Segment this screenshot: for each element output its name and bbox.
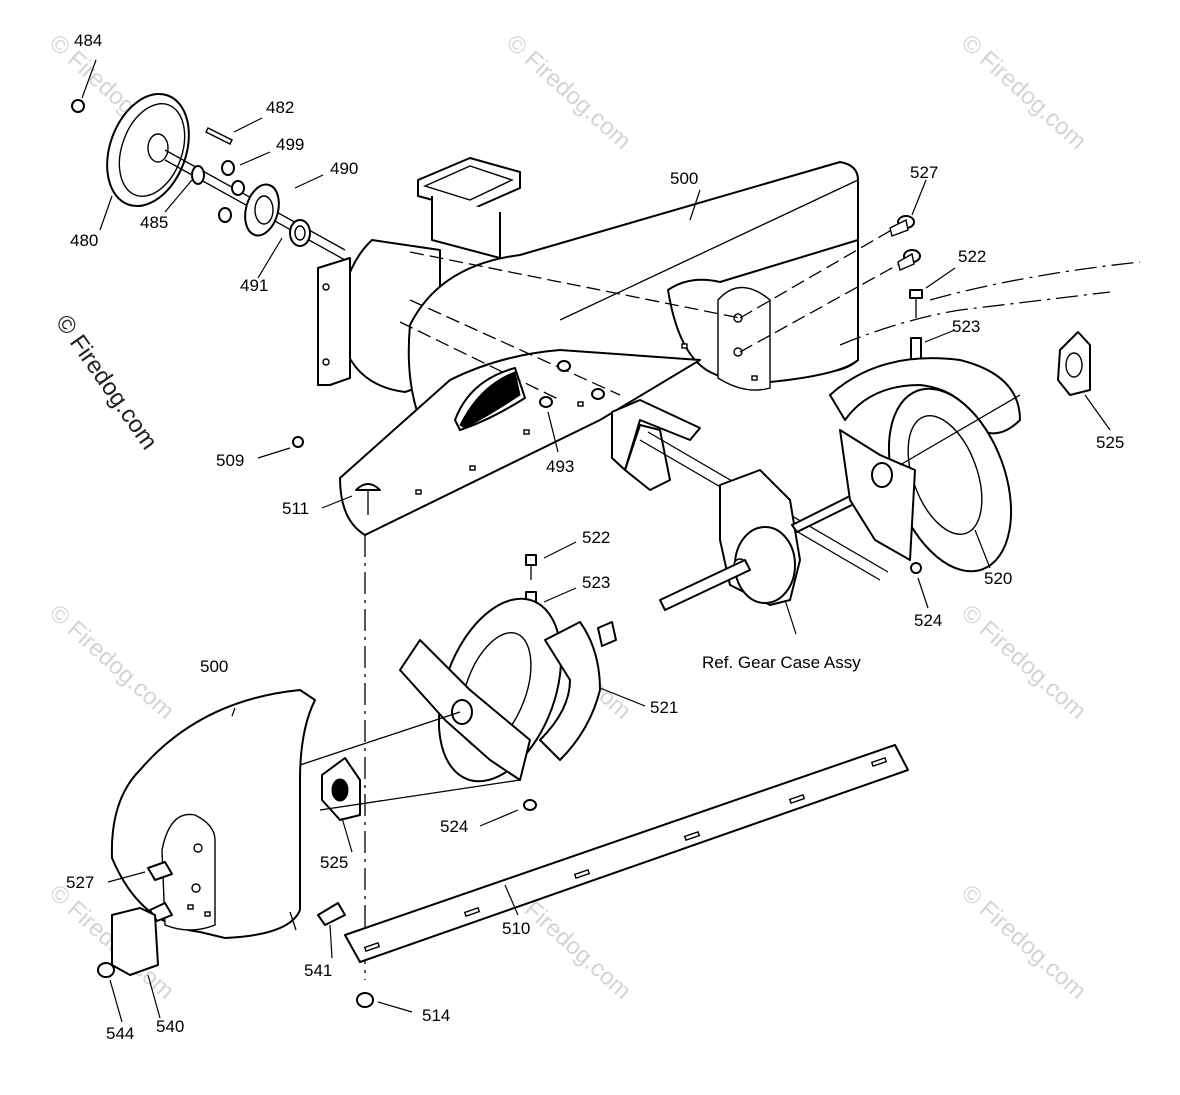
watermark: © Firedog.com	[501, 29, 636, 155]
right-auger	[829, 331, 1091, 574]
auger-housing	[317, 157, 859, 536]
gear-case-reference-label: Ref. Gear Case Assy	[702, 653, 861, 672]
callout-511: 511	[282, 499, 309, 518]
callout-540: 540	[156, 1017, 184, 1036]
callout-520: 520	[984, 569, 1012, 588]
watermark-dark: © Firedog.com	[50, 310, 163, 455]
callout-523-lower: 523	[582, 573, 610, 592]
callout-500-upper: 500	[670, 169, 698, 188]
lower-housing	[97, 689, 521, 978]
callout-527-upper: 527	[910, 163, 938, 182]
callout-525-upper: 525	[1096, 433, 1124, 452]
leader-lines	[81, 59, 1111, 1023]
callout-544: 544	[106, 1024, 134, 1043]
callout-491: 491	[240, 276, 268, 295]
callout-541: 541	[304, 961, 332, 980]
callout-524-upper: 524	[914, 611, 942, 630]
callout-527-lower: 527	[66, 873, 94, 892]
callout-485: 485	[140, 213, 168, 232]
watermark: © Firedog.com	[956, 29, 1091, 155]
callout-525-lower: 525	[320, 853, 348, 872]
callout-labels: 484 482 499 490 480 485 491 500 527 522 …	[66, 31, 1124, 1043]
watermark: © Firedog.com	[956, 879, 1091, 1005]
callout-480: 480	[70, 231, 98, 250]
pulley-assembly	[71, 92, 346, 261]
callout-482: 482	[266, 98, 294, 117]
callout-510: 510	[502, 919, 530, 938]
upper-hardware	[292, 215, 923, 515]
shave-plate	[344, 744, 909, 1008]
callout-524-lower: 524	[440, 817, 468, 836]
callout-499: 499	[276, 135, 304, 154]
callout-500-lower: 500	[200, 657, 228, 676]
callout-522-lower: 522	[582, 528, 610, 547]
callout-490: 490	[330, 159, 358, 178]
callout-522-upper: 522	[958, 247, 986, 266]
left-auger	[399, 554, 617, 811]
watermark: © Firedog.com	[956, 599, 1091, 725]
callout-521: 521	[650, 698, 678, 717]
callout-493: 493	[546, 457, 574, 476]
watermark: © Firedog.com	[44, 599, 179, 725]
callout-484: 484	[74, 31, 102, 50]
gear-case-and-shaft	[611, 399, 889, 611]
callout-509: 509	[216, 451, 244, 470]
axis-lines	[364, 227, 1141, 980]
callout-514: 514	[422, 1006, 450, 1025]
callout-523-upper: 523	[952, 317, 980, 336]
